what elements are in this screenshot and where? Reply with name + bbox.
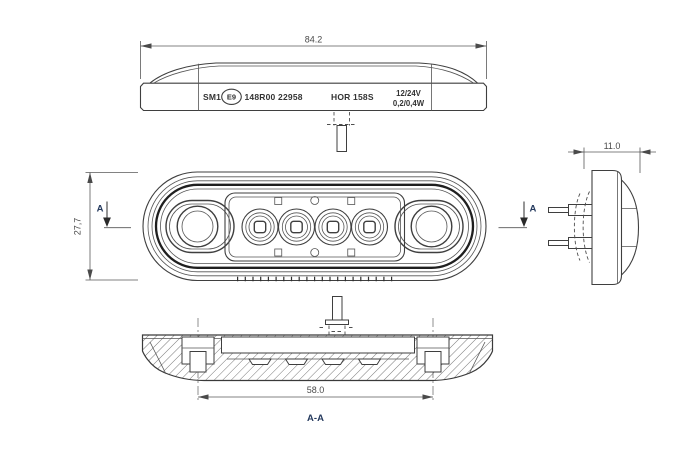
spacing-dimension: 58.0 <box>198 385 433 400</box>
mounting-boss-left <box>181 336 215 373</box>
mounting-boss-right <box>416 336 450 373</box>
led-chip <box>363 220 376 234</box>
extension-lines <box>583 147 641 173</box>
screw-channel <box>424 351 442 373</box>
cable-flange <box>325 319 349 325</box>
screw-channel <box>189 351 207 373</box>
section-letter: A <box>530 204 537 215</box>
pin-top-wire <box>548 207 569 213</box>
dim-arrow-left <box>140 43 152 49</box>
cable-stub <box>332 296 343 321</box>
extension-lines <box>85 172 138 281</box>
top-view: 84.2 SM1 E9 148R00 22958 HOR 158S 12/24V… <box>139 35 488 152</box>
band-dividers <box>198 83 432 111</box>
section-arrow-icon <box>103 217 111 227</box>
section-arrow-icon <box>520 217 528 227</box>
screw-hole-inner <box>181 210 214 243</box>
spacing-dim-label: 58.0 <box>307 385 325 395</box>
pcb-spacers <box>274 196 356 257</box>
top-view-cable <box>327 112 357 152</box>
power-label: 0,2/0,4W <box>393 99 425 108</box>
dim-arrow-left <box>198 394 209 400</box>
lens-curve-inner <box>153 65 474 84</box>
e-mark-circle-icon <box>221 88 242 105</box>
end-chamfer-edges <box>149 341 486 375</box>
screw-hole-outer <box>410 205 453 248</box>
lens-facet-lines <box>622 208 637 247</box>
width-dimension: 84.2 <box>140 35 487 79</box>
led-window-inner <box>228 196 401 258</box>
led-chip <box>326 220 340 234</box>
approval-number: 148R00 22958 <box>245 92 303 102</box>
marking-prefix: SM1 <box>203 92 221 102</box>
front-view: 27,7 A A <box>73 171 537 335</box>
stadium-ring-bold <box>154 183 475 269</box>
lens-curve-outer <box>149 62 478 84</box>
e-mark-label: E9 <box>227 93 236 102</box>
lens-cavity <box>221 336 415 354</box>
front-view-cable <box>319 296 355 335</box>
lens-edge-lines <box>198 63 432 83</box>
height-dim-label: 27,7 <box>73 218 83 236</box>
led-2 <box>277 208 316 246</box>
section-title: A-A <box>307 413 324 424</box>
label-band <box>139 82 488 112</box>
extension-lines <box>140 41 487 79</box>
housing-outlines <box>142 171 487 282</box>
screw-hole-outer <box>176 205 219 248</box>
side-view: 11.0 <box>548 141 656 286</box>
recess-capsule-outer <box>394 199 464 254</box>
lamp-top-outline <box>139 62 488 112</box>
screw-hole-inner <box>415 210 448 243</box>
mounting-recess-left <box>165 199 235 254</box>
led-window <box>224 192 406 262</box>
recess-capsule-inner <box>398 203 460 250</box>
cable-hidden-lines <box>327 112 357 126</box>
mounting-recess-right <box>394 199 464 254</box>
cable-hidden-lines <box>319 325 355 335</box>
lamp-side-outline <box>591 169 640 286</box>
section-marker-left: A <box>97 201 131 229</box>
dim-arrow-left <box>573 149 584 155</box>
connector-pins <box>548 191 593 263</box>
depth-dimension: 11.0 <box>568 141 656 173</box>
height-dimension: 27,7 <box>73 172 138 281</box>
housing-profile <box>591 169 623 286</box>
led-chip <box>253 220 267 234</box>
led-1 <box>241 208 279 246</box>
led-solder-pads <box>248 358 382 365</box>
lens-bulge <box>621 179 640 276</box>
recess-capsule-inner <box>169 203 231 250</box>
model-label: HOR 158S <box>331 92 374 102</box>
section-letter: A <box>97 204 104 215</box>
dim-arrow-bottom <box>87 269 93 280</box>
cable-bend-hidden-line <box>573 193 581 261</box>
stadium-ring-5 <box>160 188 469 264</box>
led-3 <box>314 208 352 246</box>
led-window-outer <box>224 192 406 262</box>
pin-bottom-wire <box>548 240 569 246</box>
section-view: 58.0 A-A <box>141 318 494 424</box>
section-marker-right: A <box>498 201 537 229</box>
depth-dim-label: 11.0 <box>604 141 621 151</box>
cable-bend-hidden-line-2 <box>582 191 590 263</box>
stadium-ring-3 <box>151 180 478 273</box>
dim-arrow-right <box>640 149 651 155</box>
pin-bottom-terminal <box>568 237 593 249</box>
dim-arrow-right <box>475 43 487 49</box>
marking-text: SM1 E9 148R00 22958 HOR 158S 12/24V 0,2/… <box>203 88 425 108</box>
dim-arrow-right <box>422 394 433 400</box>
voltage-label: 12/24V <box>396 89 422 98</box>
dim-arrow-top <box>87 172 93 183</box>
recess-capsule-outer <box>165 199 235 254</box>
led-chip <box>290 220 303 234</box>
pin-top-terminal <box>568 204 593 216</box>
led-4 <box>350 208 389 246</box>
width-dim-label: 84.2 <box>305 35 323 45</box>
stadium-ring-2 <box>147 176 482 277</box>
cable-stub <box>336 125 347 152</box>
